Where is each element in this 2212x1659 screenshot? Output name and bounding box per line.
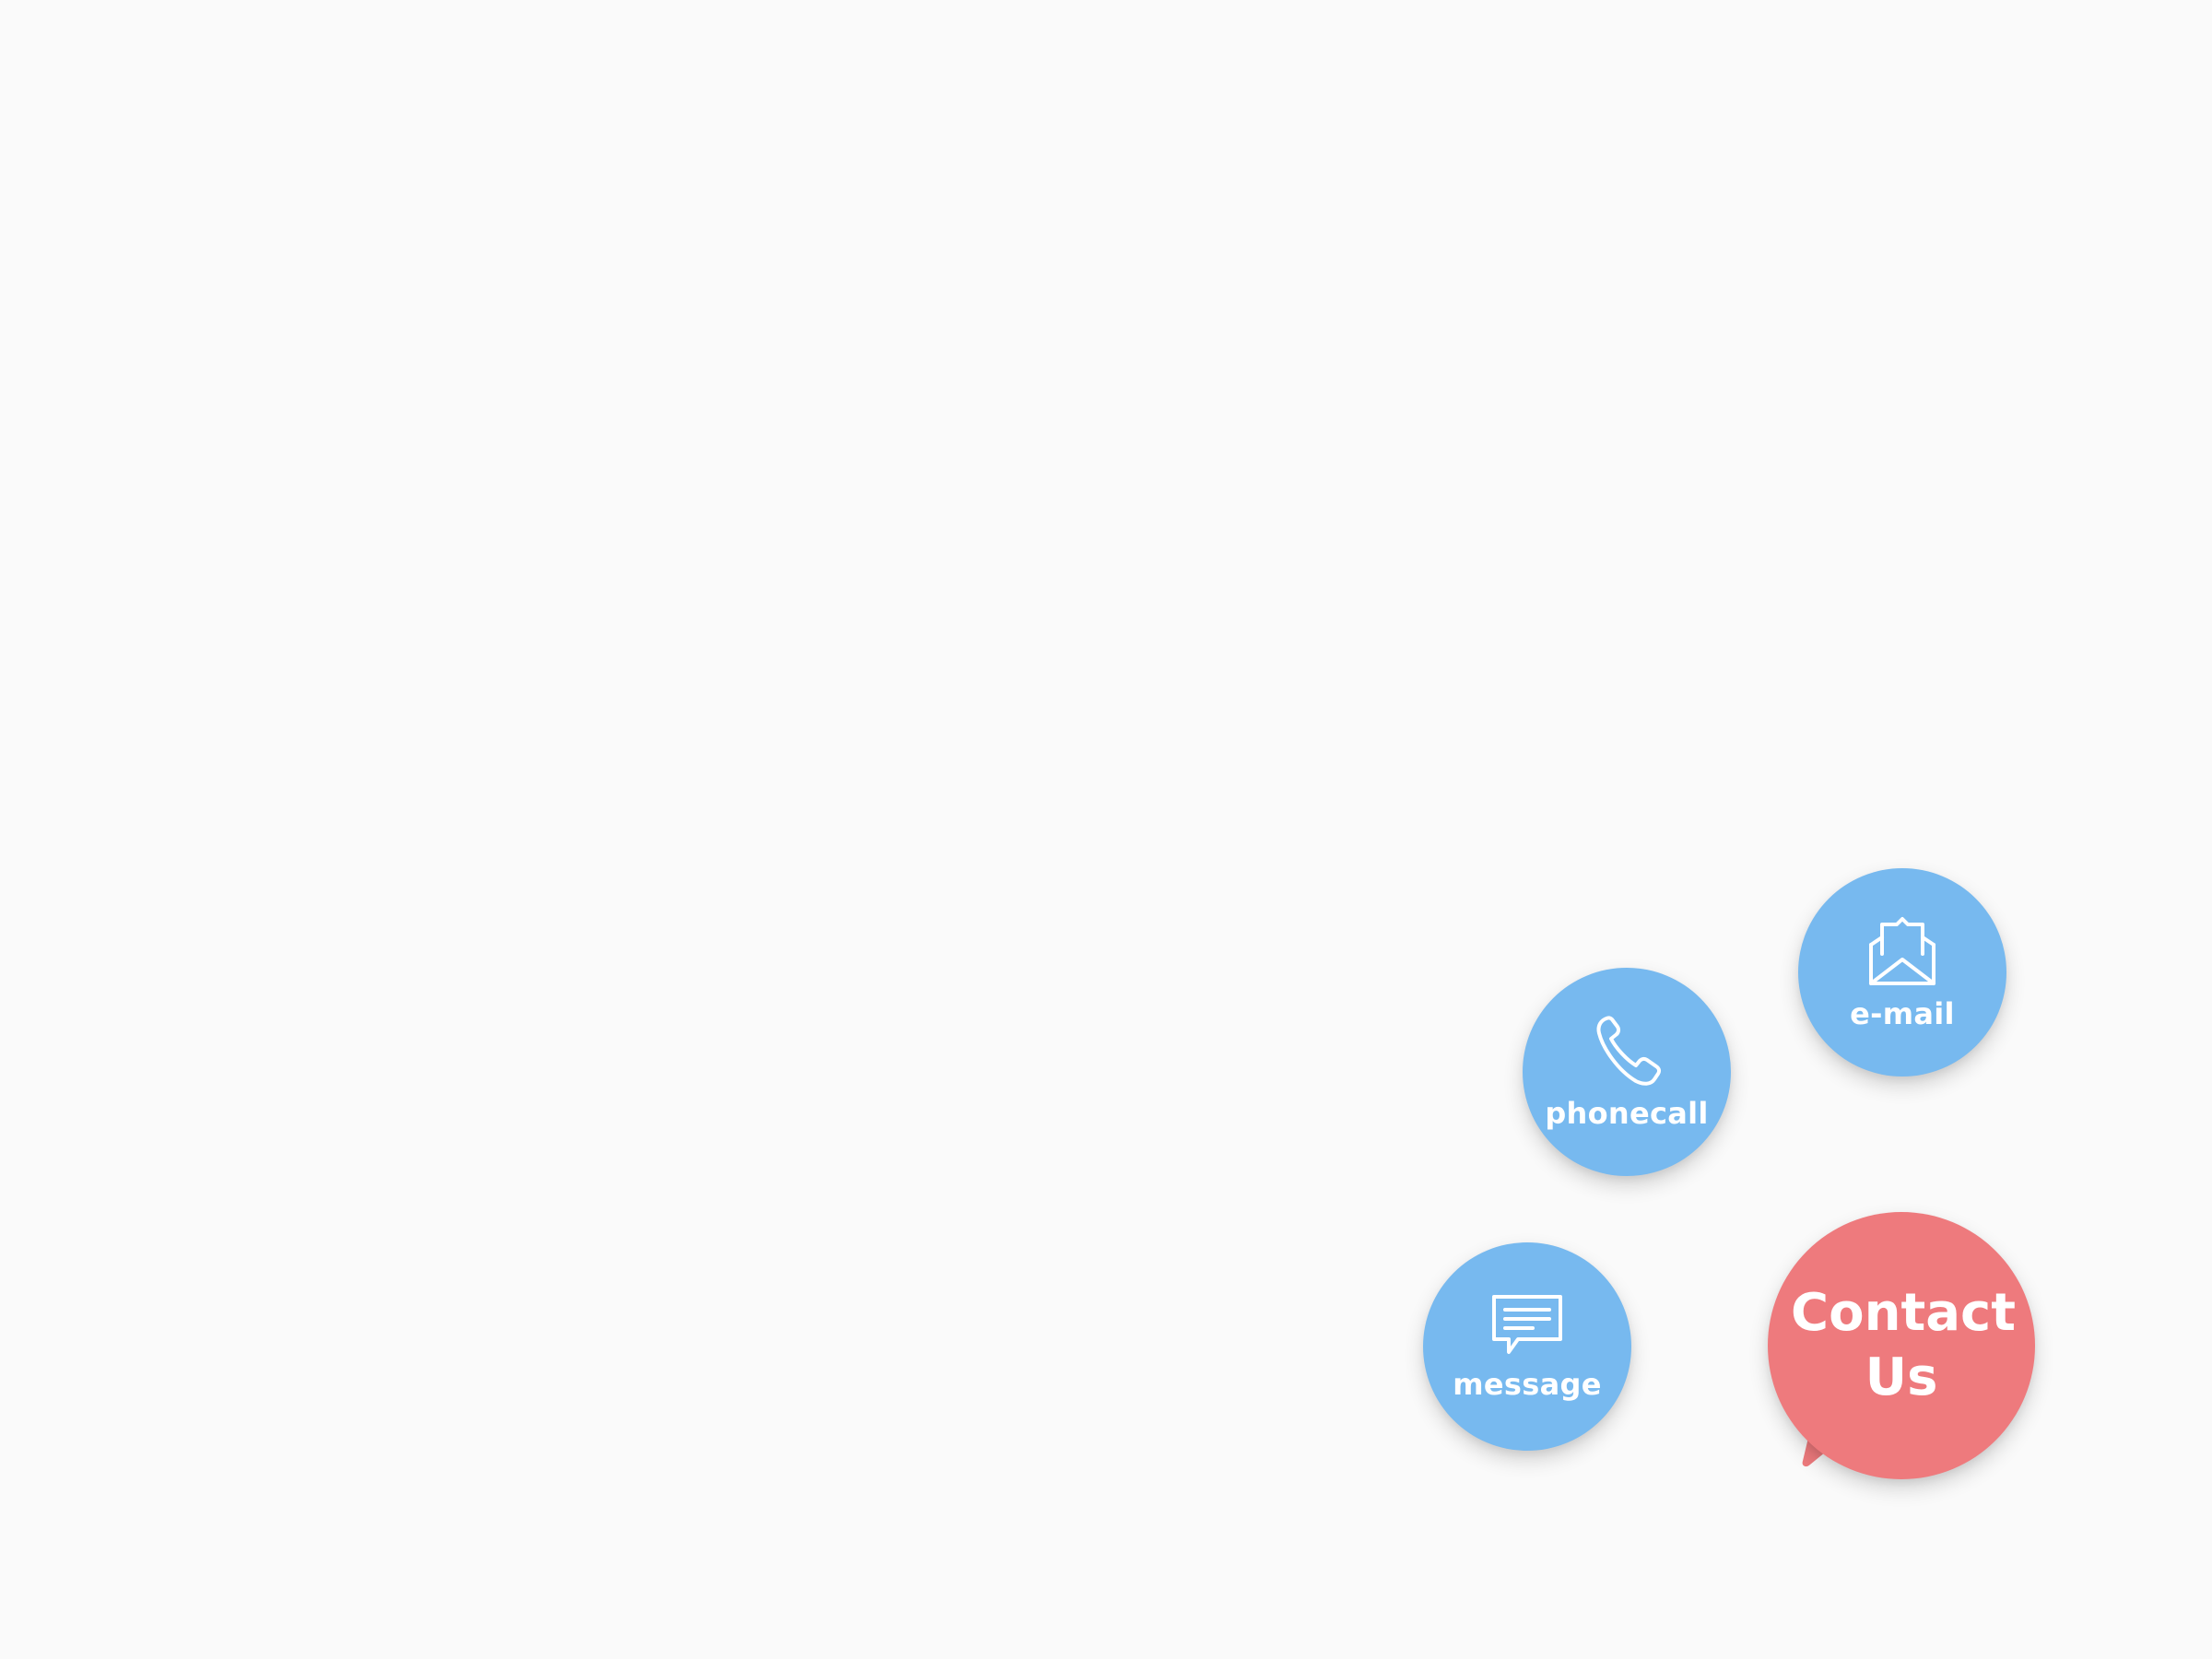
message-label: message bbox=[1453, 1367, 1602, 1402]
contact-us-fab: Contact Us bbox=[1768, 1212, 2035, 1479]
phone-icon bbox=[1588, 1013, 1665, 1090]
contact-us-button[interactable]: Contact Us bbox=[1768, 1212, 2035, 1479]
message-button[interactable]: message bbox=[1423, 1242, 1631, 1451]
phonecall-button[interactable]: phonecall bbox=[1523, 968, 1731, 1176]
email-label: e-mail bbox=[1850, 996, 1955, 1031]
contact-us-label: Contact Us bbox=[1791, 1283, 2016, 1407]
envelope-open-icon bbox=[1864, 913, 1941, 991]
phonecall-label: phonecall bbox=[1545, 1096, 1709, 1131]
chat-bubble-icon bbox=[1488, 1291, 1566, 1361]
email-button[interactable]: e-mail bbox=[1798, 868, 2006, 1077]
